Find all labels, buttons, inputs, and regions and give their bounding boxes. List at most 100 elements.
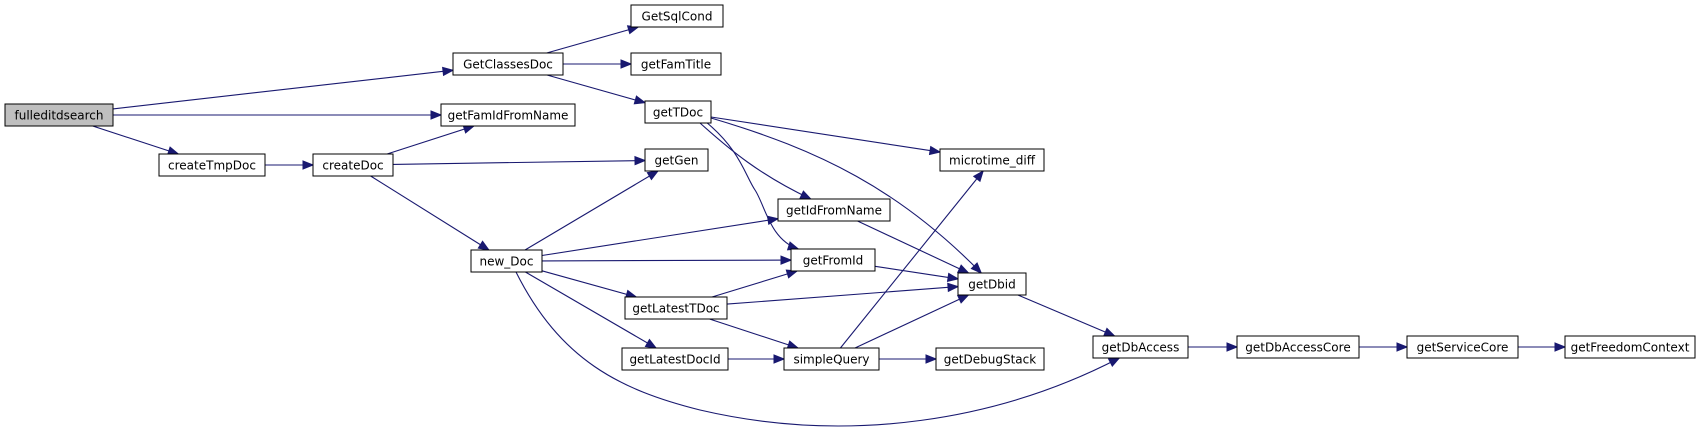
arrowhead-getDbAccess-to-getDbAccessCore	[1226, 342, 1239, 352]
edge-simpleQuery-to-microtime_diff	[839, 170, 984, 349]
arrowhead-getDbid-to-getDbAccess	[1103, 327, 1116, 337]
arrowhead-getTDoc-to-getDbid	[970, 262, 983, 274]
node-box	[624, 296, 728, 320]
arrowhead-GetClassesDoc-to-getFamTitle	[620, 59, 633, 69]
arrowhead-getIdFromName-to-getDbid	[956, 264, 970, 274]
edge-getIdFromName-to-getDbid	[857, 220, 969, 274]
edge-getLatestTDoc-to-getDbid	[726, 286, 959, 305]
edge-GetClassesDoc-to-getTDoc	[546, 74, 646, 104]
node-label: createDoc	[322, 159, 383, 173]
arrowhead-new_Doc-to-getFromId	[780, 255, 793, 265]
edge-new_Doc-to-getIdFromName	[541, 218, 779, 257]
node-label: getFreedomContext	[1571, 341, 1690, 355]
edge-getTDoc-to-getFromId	[705, 121, 799, 250]
arrowhead-createDoc-to-getGen	[634, 155, 647, 166]
edge-getDbid-to-getDbAccess	[1017, 294, 1115, 337]
node-label: simpleQuery	[793, 353, 869, 367]
node-layer: fulleditdsearch GetClassesDoc getFamIdFrom…	[4, 4, 1696, 371]
node-label: fulleditdsearch	[14, 109, 103, 123]
arrowhead-getServiceCore-to-getFreedomContext	[1554, 342, 1567, 352]
node-getServiceCore[interactable]: getServiceCore	[1406, 335, 1519, 359]
node-box	[939, 148, 1045, 172]
node-box	[1236, 335, 1360, 359]
node-box	[470, 249, 543, 273]
arrowhead-simpleQuery-to-getDbid	[956, 294, 970, 304]
edge-new_Doc-to-getFromId	[541, 259, 792, 262]
node-microtime_diff[interactable]: microtime_diff	[939, 148, 1045, 172]
node-getFamTitle[interactable]: getFamTitle	[630, 52, 722, 76]
node-box	[1564, 335, 1696, 359]
node-label: getLatestTDoc	[632, 302, 719, 316]
arrowhead-new_Doc-to-getDbAccess	[1107, 357, 1121, 368]
arrowhead-getLatestDocId-to-simpleQuery	[773, 354, 786, 364]
node-label: getServiceCore	[1417, 341, 1509, 355]
node-label: getDbAccess	[1102, 341, 1180, 355]
node-box	[440, 103, 576, 127]
node-fulleditdsearch[interactable]: fulleditdsearch	[4, 103, 114, 127]
node-label: new_Doc	[480, 255, 534, 269]
node-getLatestTDoc[interactable]: getLatestTDoc	[624, 296, 728, 320]
node-getFamIdFromName[interactable]: getFamIdFromName	[440, 103, 576, 127]
node-getLatestDocId[interactable]: getLatestDocId	[621, 347, 729, 371]
node-GetSqlCond[interactable]: GetSqlCond	[630, 4, 724, 28]
edge-getLatestTDoc-to-simpleQuery	[709, 318, 799, 349]
arrowhead-getLatestTDoc-to-getDbid	[947, 282, 960, 293]
node-box	[957, 272, 1027, 296]
edge-new_Doc-to-getGen	[524, 170, 659, 251]
node-simpleQuery[interactable]: simpleQuery	[783, 347, 880, 371]
node-box	[1406, 335, 1519, 359]
node-label: getIdFromName	[786, 204, 882, 218]
edge-simpleQuery-to-getDbid	[854, 294, 969, 349]
node-getDebugStack[interactable]: getDebugStack	[935, 347, 1045, 371]
edge-new_Doc-to-getLatestDocId	[525, 271, 657, 349]
node-label: getDbid	[968, 278, 1016, 292]
node-box	[644, 148, 709, 172]
arrowhead-fulleditdsearch-to-GetClassesDoc	[442, 66, 455, 77]
edge-fulleditdsearch-to-GetClassesDoc	[112, 69, 454, 110]
node-getDbid[interactable]: getDbid	[957, 272, 1027, 296]
node-label: microtime_diff	[949, 154, 1036, 168]
node-getGen[interactable]: getGen	[644, 148, 709, 172]
edge-createDoc-to-getGen	[392, 159, 646, 165]
arrowhead-getDbAccessCore-to-getServiceCore	[1396, 342, 1409, 352]
arrowhead-createTmpDoc-to-createDoc	[302, 160, 315, 170]
node-getDbAccess[interactable]: getDbAccess	[1092, 335, 1189, 359]
arrowhead-new_Doc-to-getIdFromName	[766, 215, 780, 226]
arrowhead-simpleQuery-to-microtime_diff	[972, 169, 984, 183]
arrowhead-getTDoc-to-microtime_diff	[928, 145, 942, 156]
node-getDbAccessCore[interactable]: getDbAccessCore	[1236, 335, 1360, 359]
node-getIdFromName[interactable]: getIdFromName	[777, 198, 891, 222]
node-box	[630, 4, 724, 28]
edge-createDoc-to-getFamIdFromName	[386, 125, 475, 155]
node-createTmpDoc[interactable]: createTmpDoc	[158, 153, 266, 177]
arrowhead-simpleQuery-to-getDebugStack	[925, 354, 938, 364]
node-label: getDebugStack	[944, 353, 1036, 367]
node-label: getDbAccessCore	[1245, 341, 1350, 355]
node-box	[1092, 335, 1189, 359]
edge-getTDoc-to-getDbid	[710, 117, 982, 274]
node-label: createTmpDoc	[168, 159, 256, 173]
edge-getTDoc-to-microtime_diff	[710, 116, 941, 153]
node-new_Doc[interactable]: new_Doc	[470, 249, 543, 273]
node-box	[783, 347, 880, 371]
edge-getLatestTDoc-to-getFromId	[711, 270, 798, 298]
node-label: getFamTitle	[641, 58, 711, 72]
node-label: GetClassesDoc	[463, 58, 553, 72]
arrowhead-GetClassesDoc-to-getTDoc	[633, 95, 647, 105]
node-createDoc[interactable]: createDoc	[312, 153, 394, 177]
edge-new_Doc-to-getLatestTDoc	[541, 270, 637, 298]
node-GetClassesDoc[interactable]: GetClassesDoc	[452, 52, 564, 76]
node-getFromId[interactable]: getFromId	[790, 248, 876, 272]
edge-getFromId-to-getDbid	[874, 265, 959, 280]
edge-GetClassesDoc-to-GetSqlCond	[546, 26, 639, 54]
node-label: getFamIdFromName	[448, 109, 569, 123]
arrowhead-getFromId-to-getDbid	[946, 272, 960, 282]
arrowhead-new_Doc-to-getGen	[646, 170, 660, 181]
node-box	[312, 153, 394, 177]
edge-createDoc-to-new_Doc	[370, 175, 490, 251]
node-getFreedomContext[interactable]: getFreedomContext	[1564, 335, 1696, 359]
node-getTDoc[interactable]: getTDoc	[644, 100, 712, 124]
arrowhead-new_Doc-to-getLatestDocId	[644, 338, 658, 349]
node-box	[777, 198, 891, 222]
